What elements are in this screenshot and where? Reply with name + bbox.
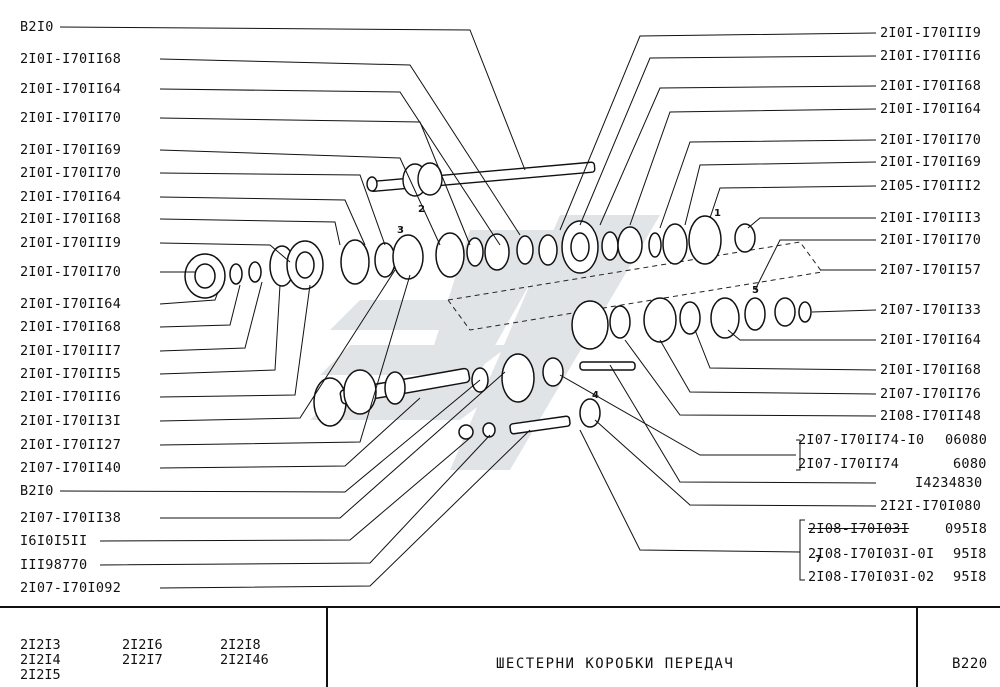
model-list-col2: 2I2I6 2I2I7 [122,638,163,668]
callout-4: 4 [592,390,599,401]
callout-7: 7 [815,554,822,565]
label-left-19: 2I07-I70II38 [20,510,122,526]
label-right-3: 2I0I-I70II64 [880,101,982,117]
label-right-4: 2I0I-I70II70 [880,132,982,148]
label-left-21: III98770 [20,557,88,573]
callout-numbers: 1 2 3 4 5 7 [397,204,822,565]
label-left-15: 2I0I-I70II3I [20,413,122,429]
label-group-b-1: 2I08-I70I03I [808,521,910,537]
input-shaft [366,161,596,197]
label-right-12: 2I0I-I70II68 [880,362,982,378]
label-left-12: 2I0I-I70III7 [20,343,122,359]
model-code: 2I2I7 [122,652,163,668]
model-code: 2I2I5 [20,667,61,683]
label-group-a-2: 2I07-I70II74 [798,456,900,472]
label-left-1: 2I0I-I70II68 [20,51,122,67]
label-left-3: 2I0I-I70II70 [20,110,122,126]
title-block-divider [326,608,328,687]
label-left-20: I6I0I5II [20,533,88,549]
label-right-5: 2I0I-I70II69 [880,154,982,170]
label-right-6: 2I05-I70III2 [880,178,982,194]
label-left-5: 2I0I-I70II70 [20,165,122,181]
callout-1: 1 [714,208,721,219]
label-group-b-3-val: 95I8 [953,569,987,585]
guide-line [447,241,823,331]
label-left-13: 2I0I-I70III5 [20,366,122,382]
label-left-17: 2I07-I70II40 [20,460,122,476]
label-left-16: 2I0I-I70II27 [20,437,122,453]
label-left-6: 2I0I-I70II64 [20,189,122,205]
label-left-9: 2I0I-I70II70 [20,264,122,280]
label-left-0: B2I0 [20,19,54,35]
label-right-13: 2I07-I70II76 [880,386,982,402]
label-left-2: 2I0I-I70II64 [20,81,122,97]
label-left-11: 2I0I-I70II68 [20,319,122,335]
label-right-0: 2I0I-I70III9 [880,25,982,41]
label-left-4: 2I0I-I70II69 [20,142,122,158]
label-group-a-1: 2I07-I70II74-I0 [798,432,925,448]
model-code: 2I2I46 [220,652,269,668]
label-right-9: 2I07-I70II57 [880,262,982,278]
label-left-7: 2I0I-I70II68 [20,211,122,227]
sheet-code: B220 [952,656,988,672]
upper-shaft-parts [184,215,756,299]
label-single-2: 2I2I-I70I080 [880,498,982,514]
label-right-14: 2I08-I70II48 [880,408,982,424]
label-right-8: 2I0I-I70II70 [880,232,982,248]
model-code: 2I2I4 [20,652,61,668]
model-list-col1: 2I2I3 2I2I4 2I2I5 [20,638,61,683]
label-left-14: 2I0I-I70III6 [20,389,122,405]
label-group-b-3: 2I08-I70I03I-02 [808,569,935,585]
model-code: 2I2I6 [122,637,163,653]
sheet-caption: ШЕСТЕРНИ КОРОБКИ ПЕРЕДАЧ [496,656,735,672]
model-list-col3: 2I2I8 2I2I46 [220,638,269,668]
leader-lines-right [559,32,877,581]
label-group-b-1-val: 095I8 [945,521,988,537]
title-block-divider [916,608,918,687]
callout-3: 3 [397,225,404,236]
label-right-11: 2I0I-I70II64 [880,332,982,348]
label-single-1: I4234830 [915,475,983,491]
model-code: 2I2I3 [20,637,61,653]
callout-5: 5 [752,285,759,296]
label-group-a-1-val: 06080 [945,432,988,448]
label-right-7: 2I0I-I70III3 [880,210,982,226]
callout-2: 2 [418,204,425,215]
label-left-10: 2I0I-I70II64 [20,296,122,312]
label-group-b-2: 2I08-I70I03I-0I [808,546,935,562]
leader-lines-left [59,26,531,589]
label-group-a-2-val: 6080 [953,456,987,472]
label-left-22: 2I07-I70I092 [20,580,122,596]
label-right-1: 2I0I-I70III6 [880,48,982,64]
label-group-b-2-val: 95I8 [953,546,987,562]
model-code: 2I2I8 [220,637,261,653]
label-right-10: 2I07-I70II33 [880,302,982,318]
label-left-8: 2I0I-I70III9 [20,235,122,251]
title-block: 2I2I3 2I2I4 2I2I5 2I2I6 2I2I7 2I2I8 2I2I… [0,606,1000,687]
label-right-2: 2I0I-I70II68 [880,78,982,94]
label-left-18: B2I0 [20,483,54,499]
lower-shaft-parts [313,297,812,440]
